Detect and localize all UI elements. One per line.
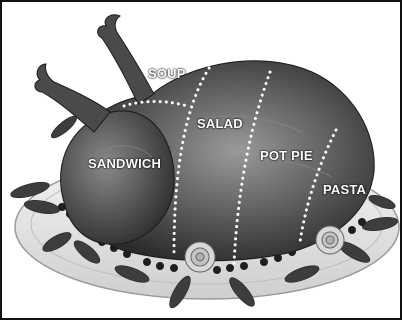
rosette-garnish-left <box>185 242 215 272</box>
label-salad: SALAD <box>197 116 243 131</box>
label-sandwich: SANDWICH <box>88 156 161 171</box>
label-pot-pie: POT PIE <box>260 148 313 163</box>
roast-turkey-illustration <box>2 2 400 318</box>
rosette-garnish-right <box>316 226 344 254</box>
label-soup: SOUP <box>148 66 186 81</box>
label-pasta: PASTA <box>323 182 366 197</box>
turkey-thigh <box>61 111 175 244</box>
drumstick-top <box>98 15 154 104</box>
